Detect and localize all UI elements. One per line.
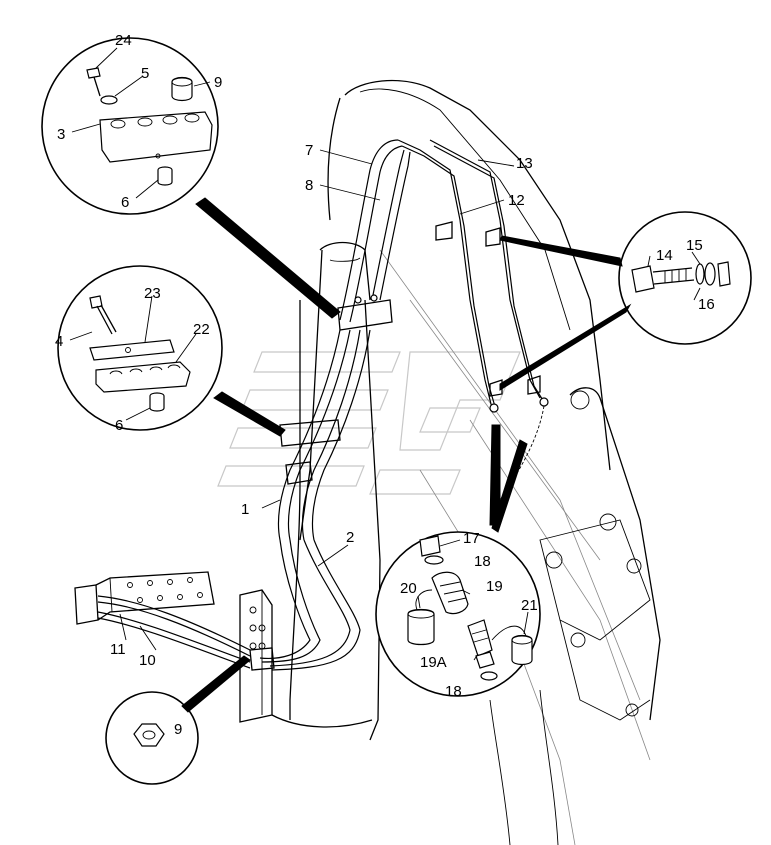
callout-18-bottom: 18 xyxy=(445,683,462,700)
callout-18-top: 18 xyxy=(474,553,491,570)
boom-structure xyxy=(239,79,661,845)
callout-21: 21 xyxy=(521,597,538,614)
callout-3: 3 xyxy=(57,126,65,143)
callout-9-top: 9 xyxy=(214,74,222,91)
detail-circle-bolt-kit xyxy=(499,211,752,391)
dust-cap-21 xyxy=(511,634,533,666)
fitting-6b xyxy=(149,392,165,412)
valve-ports xyxy=(127,577,203,603)
watermark-logo xyxy=(217,351,521,495)
callout-16: 16 xyxy=(698,296,715,313)
seal-18b xyxy=(480,671,498,681)
callout-labels: 24 5 9 3 6 7 8 13 12 23 22 4 6 14 15 16 … xyxy=(55,32,715,738)
callout-13: 13 xyxy=(516,155,533,172)
valve-block-assembly xyxy=(74,571,251,669)
callout-6-mid: 6 xyxy=(115,417,123,434)
callout-15: 15 xyxy=(686,237,703,254)
adapter-17 xyxy=(419,535,441,557)
callout-19A: 19A xyxy=(420,654,447,671)
callout-7: 7 xyxy=(305,142,313,159)
bolt-4 xyxy=(89,295,103,309)
callout-1: 1 xyxy=(241,501,249,518)
nut-9b xyxy=(133,723,165,747)
nut-16 xyxy=(717,261,731,287)
detail-circle-clamp xyxy=(57,265,286,437)
callout-9-bottom: 9 xyxy=(174,721,182,738)
callout-17: 17 xyxy=(463,530,480,547)
callout-20: 20 xyxy=(400,580,417,597)
callout-2: 2 xyxy=(346,529,354,546)
callout-12: 12 xyxy=(508,192,525,209)
callout-4: 4 xyxy=(55,333,63,350)
bracket-plate xyxy=(99,111,213,163)
callout-11: 11 xyxy=(110,641,126,658)
callout-22: 22 xyxy=(193,321,210,338)
callout-8: 8 xyxy=(305,177,313,194)
callout-19: 19 xyxy=(486,578,503,595)
dust-cap-20 xyxy=(407,608,435,646)
clamp-base-22 xyxy=(95,361,191,393)
clamp-top-23 xyxy=(89,339,175,361)
callout-14: 14 xyxy=(656,247,673,264)
washer-15 xyxy=(695,263,705,285)
callout-10: 10 xyxy=(139,652,156,669)
detail-circle-nut xyxy=(105,655,251,785)
callout-5: 5 xyxy=(141,65,149,82)
callout-23: 23 xyxy=(144,285,161,302)
bolt-head-14 xyxy=(631,265,655,293)
callout-24: 24 xyxy=(115,32,132,49)
seal-18a xyxy=(424,555,444,565)
fitting-6 xyxy=(157,166,173,186)
washer-5 xyxy=(100,95,118,105)
callout-6-top: 6 xyxy=(121,194,129,211)
detail-circle-quick-coupler xyxy=(375,424,541,697)
bolt-head-24 xyxy=(86,67,101,79)
detail-circle-bracket-top xyxy=(41,37,341,319)
nut-9 xyxy=(171,76,193,102)
pipe-routing xyxy=(249,139,549,671)
leader-lines xyxy=(69,47,701,661)
washer-15b xyxy=(704,262,716,286)
coupler-19a xyxy=(467,619,493,657)
